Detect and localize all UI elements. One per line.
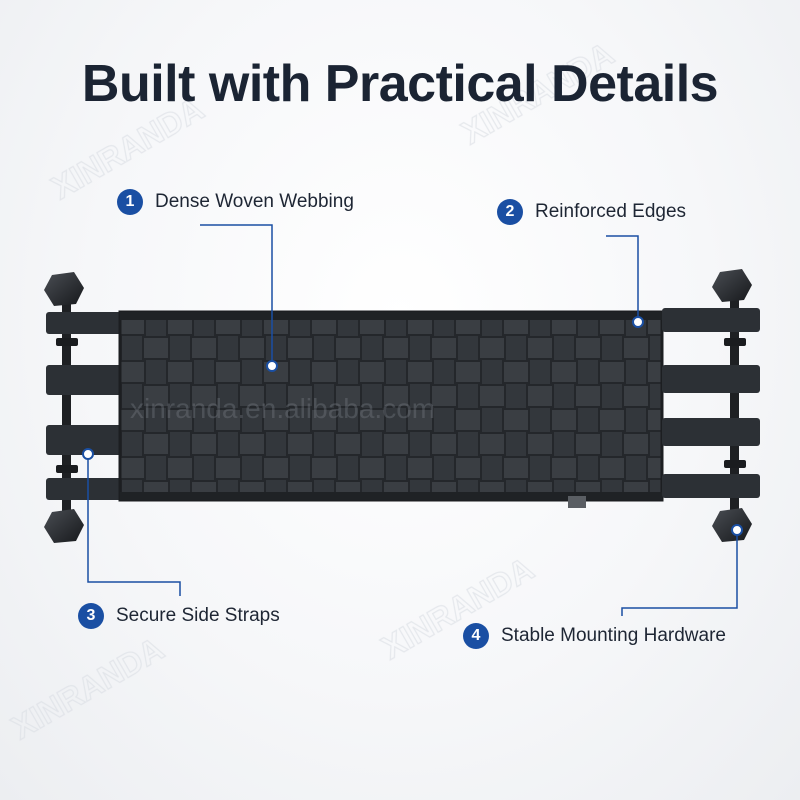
- anchor-dot-1: [266, 360, 278, 372]
- leader-line-1: [200, 224, 273, 366]
- callout-1: 1 Dense Woven Webbing: [117, 189, 354, 215]
- leader-line-2: [606, 235, 639, 322]
- watermark-url: xinranda.en.alibaba.com: [130, 393, 435, 424]
- woven-webbing-panel: [118, 310, 664, 508]
- anchor-dot-4: [731, 524, 743, 536]
- callout-label: Secure Side Straps: [116, 605, 280, 626]
- callout-2: 2 Reinforced Edges: [497, 199, 686, 225]
- callout-4: 4 Stable Mounting Hardware: [463, 623, 726, 649]
- leader-line-3: [87, 454, 181, 596]
- callout-number-badge: 4: [463, 623, 489, 649]
- anchor-dot-2: [632, 316, 644, 328]
- callout-label: Reinforced Edges: [535, 201, 687, 222]
- callout-number-badge: 1: [117, 189, 143, 215]
- callout-leader-lines: [87, 224, 738, 616]
- callout-label: Stable Mounting Hardware: [501, 625, 726, 646]
- watermark-text: XINRANDA: [6, 630, 170, 746]
- callout-number-badge: 2: [497, 199, 523, 225]
- anchor-dot-3: [82, 448, 94, 460]
- left-mounting-hardware: [44, 272, 126, 543]
- callout-anchor-dots: [82, 316, 743, 536]
- right-mounting-hardware: [662, 269, 760, 542]
- callout-label: Dense Woven Webbing: [155, 191, 354, 212]
- callout-number-badge: 3: [78, 603, 104, 629]
- leader-line-4: [621, 530, 738, 616]
- callout-3: 3 Secure Side Straps: [78, 603, 280, 629]
- page-title: Built with Practical Details: [81, 55, 719, 113]
